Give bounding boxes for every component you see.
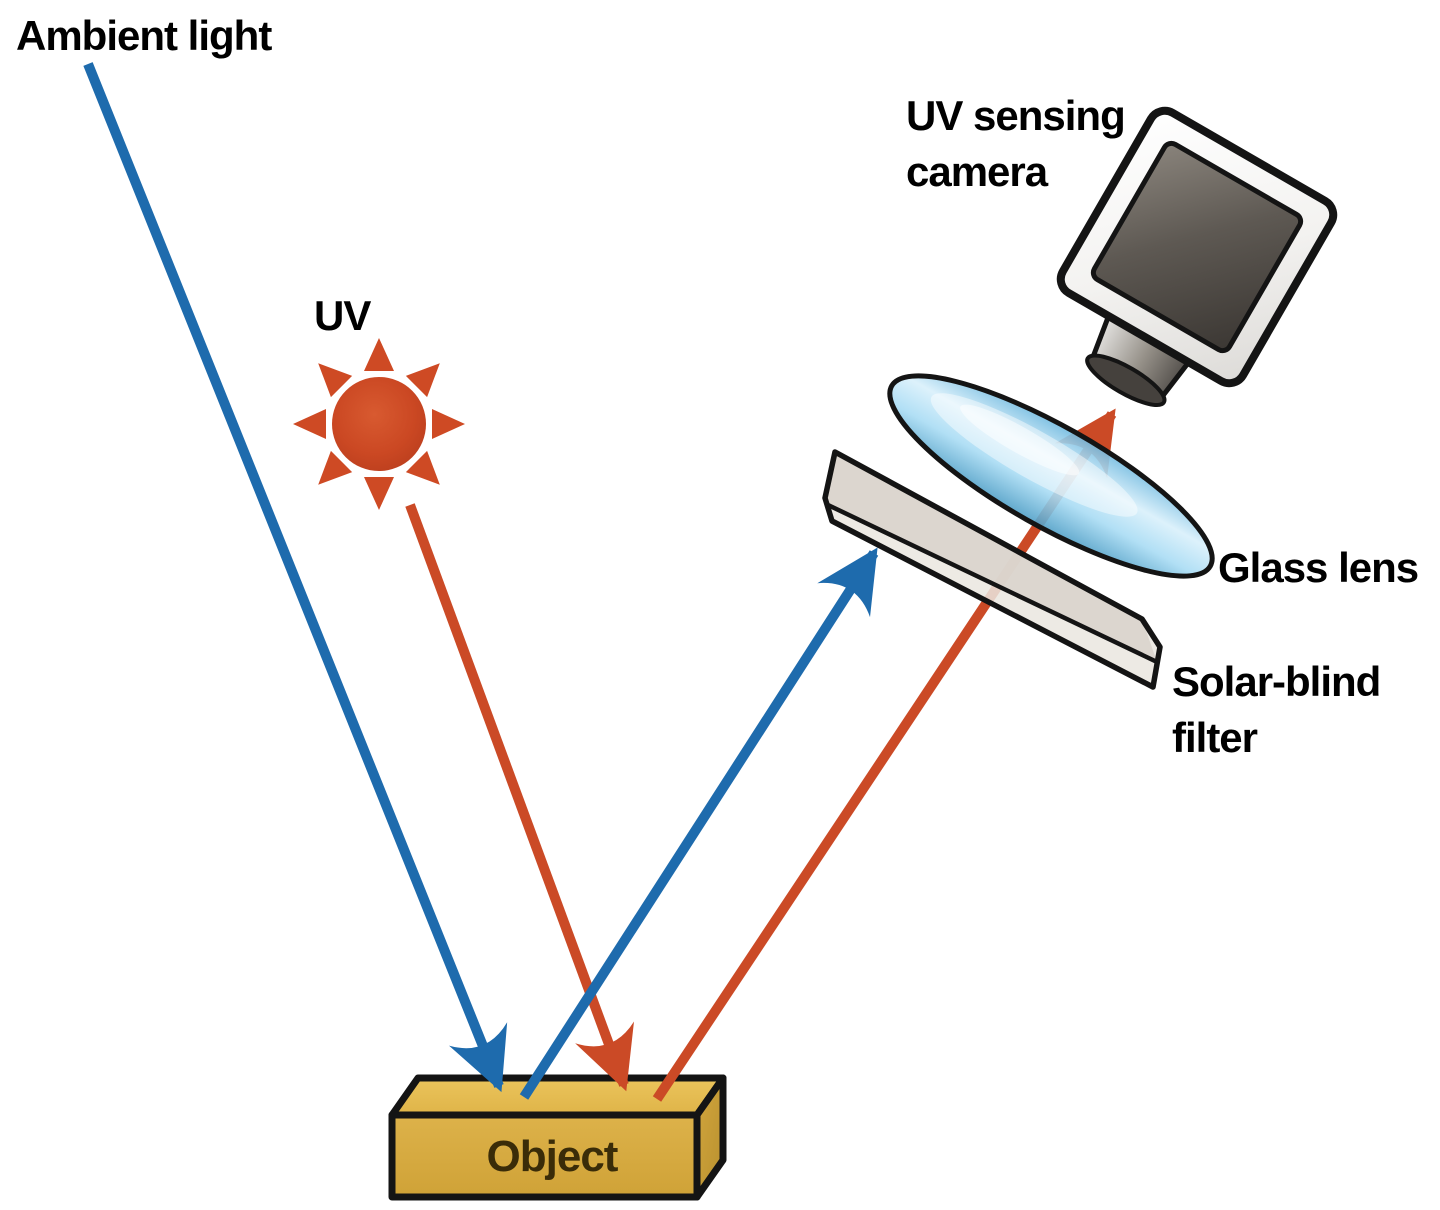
ambient-reflected-ray [519, 547, 879, 1100]
uv-sensing-camera-label: UV sensing camera [906, 88, 1126, 200]
uv-sensing-camera-label-line2: camera [906, 147, 1048, 195]
ambient-light-label: Ambient light [16, 12, 272, 59]
uv-reflected-ray [652, 408, 1117, 1102]
uv-camera-icon [1056, 106, 1338, 407]
uv-label: UV [314, 292, 371, 339]
object-box-front [388, 1111, 701, 1201]
solar-blind-filter [822, 449, 1163, 690]
solar-blind-filter-label: Solar-blind filter [1172, 654, 1381, 766]
glass-lens [887, 373, 1215, 579]
solar-blind-filter-label-line2: filter [1172, 713, 1258, 761]
camera-lens-opening [1085, 353, 1167, 407]
uv-sun-icon [293, 338, 465, 510]
ambient-incident-ray [83, 62, 508, 1093]
uv-sensing-camera-label-line1: UV sensing [906, 92, 1126, 139]
object-box-top [388, 1074, 727, 1119]
object-label: Object [486, 1132, 619, 1181]
camera-screen [1090, 140, 1304, 354]
filter-top-face [825, 452, 1157, 662]
glass-lens-label: Glass lens [1218, 544, 1419, 591]
sun-disc [332, 377, 426, 471]
solar-blind-filter-label-line1: Solar-blind [1172, 658, 1381, 705]
